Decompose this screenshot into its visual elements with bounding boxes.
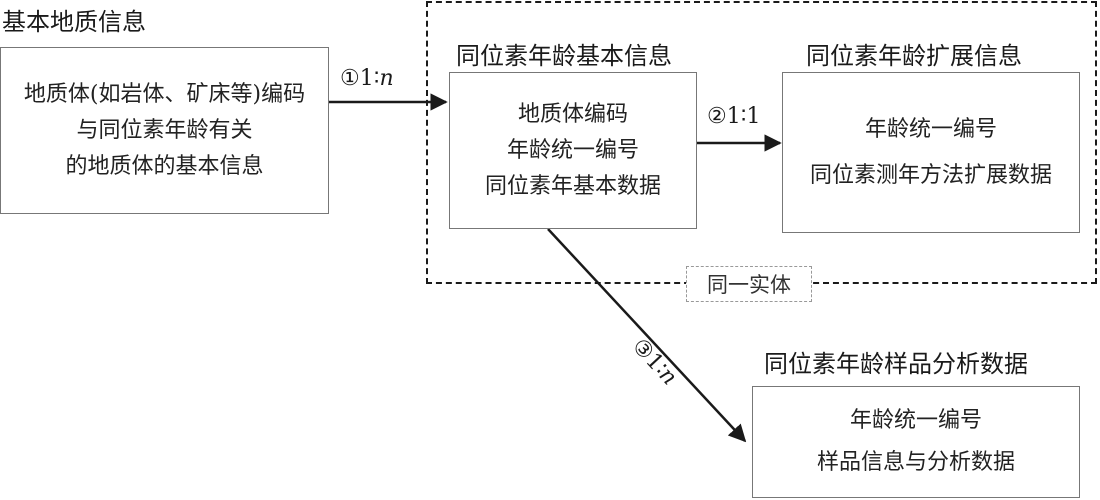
iso-basic-title: 同位素年龄基本信息 [456,42,672,70]
iso-sample-line: 样品信息与分析数据 [816,450,1015,475]
iso-ext-box[interactable]: 年龄统一编号 同位素测年方法扩展数据 [782,72,1080,233]
basic-geo-title: 基本地质信息 [2,8,146,36]
iso-ext-title: 同位素年龄扩展信息 [806,42,1022,70]
basic-geo-line: 的地质体的基本信息 [65,153,264,179]
iso-basic-box[interactable]: 地质体编码 年龄统一编号 同位素年基本数据 [449,72,697,229]
relation-label-2: ②1∶1 [707,104,760,129]
relation-marker: ① [340,66,360,91]
basic-geo-line: 地质体(如岩体、矿床等)编码 [23,81,306,107]
iso-sample-box[interactable]: 年龄统一编号 样品信息与分析数据 [752,386,1080,498]
iso-basic-line: 地质体编码 [517,101,628,127]
same-entity-label: 同一实体 [686,266,812,302]
iso-ext-line: 同位素测年方法扩展数据 [809,162,1052,188]
relation-label-1: ①1∶n [340,66,394,91]
basic-geo-line: 与同位素年龄有关 [76,117,253,143]
relation-ratio-n: n [379,66,394,91]
relation-arrow-3 [547,228,747,443]
iso-sample-line: 年龄统一编号 [849,408,982,433]
iso-basic-line: 同位素年基本数据 [484,173,661,199]
iso-basic-line: 年龄统一编号 [506,137,639,163]
relation-marker: ② [707,104,727,129]
relation-ratio-1: 1 [746,104,761,129]
relation-ratio: 1∶ [359,66,380,91]
relation-ratio: 1∶ [726,104,747,129]
iso-ext-line: 年龄统一编号 [864,116,997,142]
iso-sample-title: 同位素年龄样品分析数据 [764,350,1028,378]
basic-geo-box[interactable]: 地质体(如岩体、矿床等)编码 与同位素年龄有关 的地质体的基本信息 [0,47,329,214]
